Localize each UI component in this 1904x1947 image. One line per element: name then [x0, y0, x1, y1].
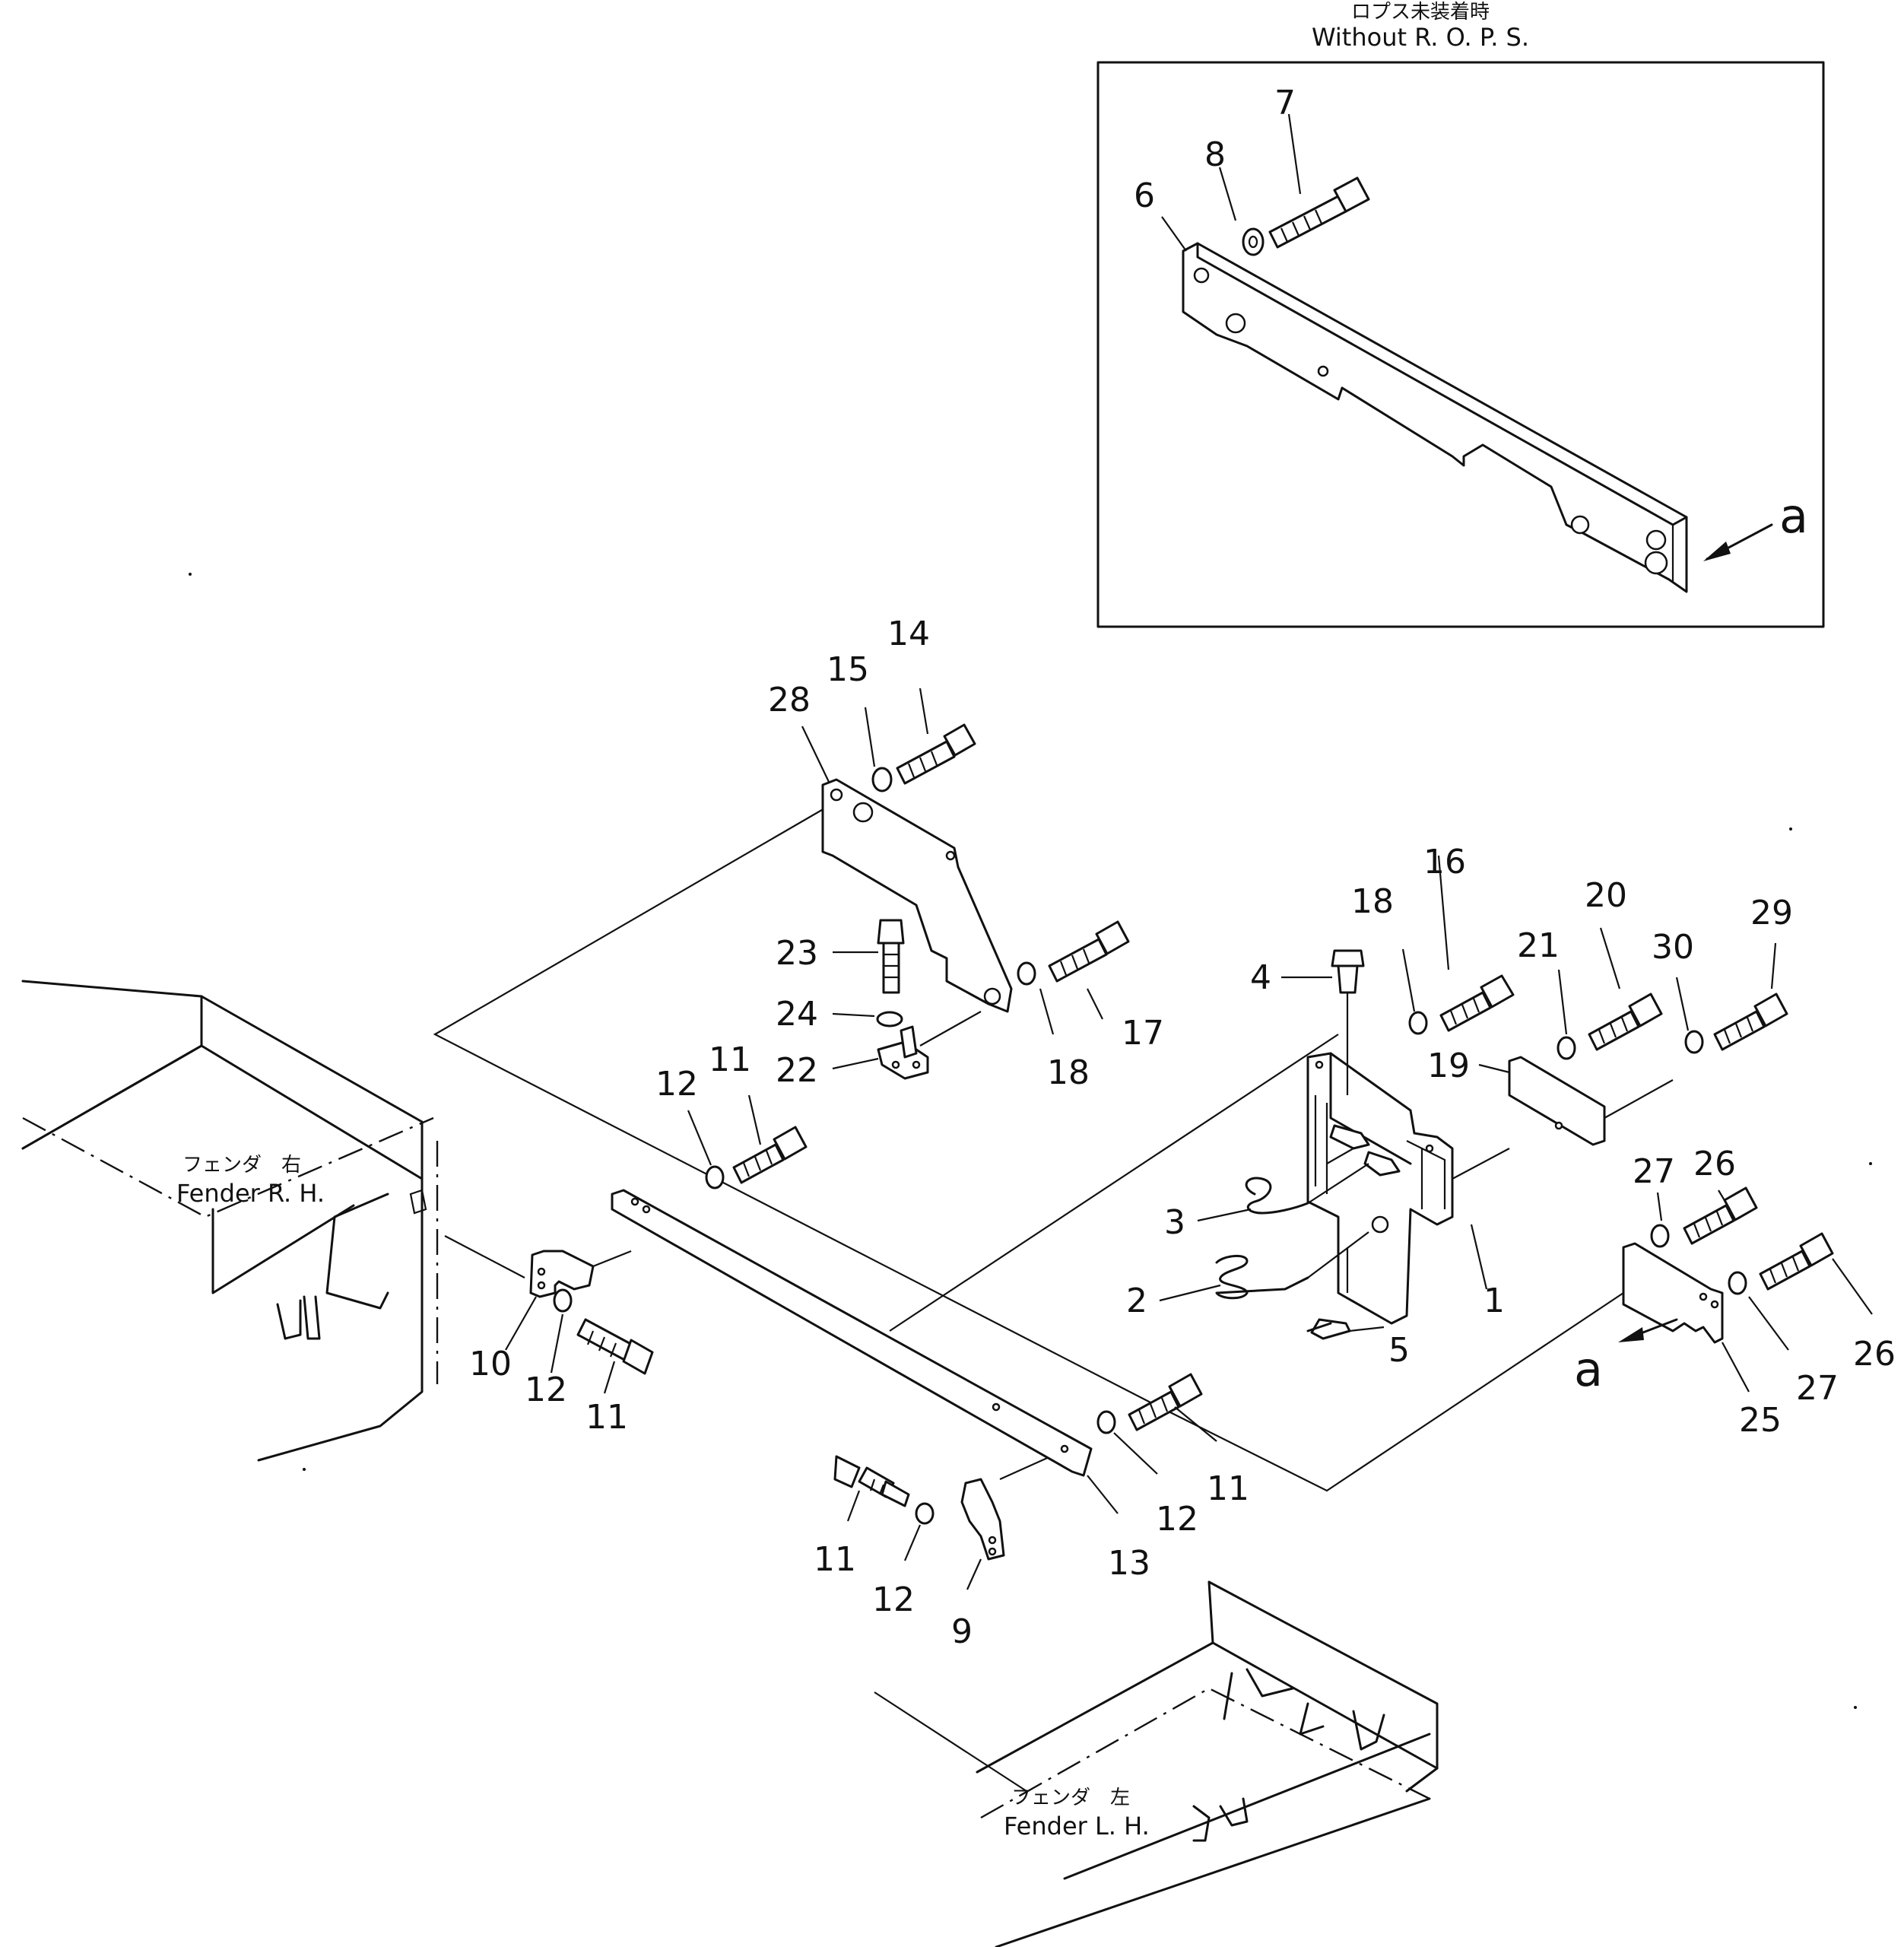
fender-lh: フェンダ 左 Fender L. H. — [977, 1582, 1437, 1947]
callout-9: 9 — [951, 1612, 973, 1651]
callout-11-upper: 11 — [709, 1040, 751, 1079]
spring-2-icon — [1217, 1256, 1308, 1297]
washer-12-left-icon — [554, 1290, 571, 1311]
view-marker-a-main: a — [1574, 1342, 1603, 1397]
callout-18-left: 18 — [1047, 1053, 1090, 1092]
callout-16: 16 — [1423, 843, 1466, 881]
view-marker-a-inset: a — [1779, 488, 1808, 544]
callout-3: 3 — [1164, 1203, 1185, 1242]
callout-26-upper: 26 — [1693, 1145, 1736, 1183]
callout-19: 19 — [1427, 1047, 1470, 1085]
callout-10: 10 — [469, 1345, 512, 1383]
fender-rh-label-en: Fender R. H. — [176, 1179, 325, 1208]
bolt-7-icon — [1270, 178, 1369, 247]
bracket-10 — [531, 1251, 593, 1297]
washer-21-icon — [1558, 1037, 1575, 1059]
fender-rh: フェンダ 右 Fender R. H. — [23, 981, 437, 1460]
inset-frame — [1098, 62, 1823, 627]
bolt-29-icon — [1715, 994, 1787, 1050]
washer-30-icon — [1686, 1031, 1702, 1053]
bracket-28 — [823, 780, 1011, 1012]
bolt-16-icon — [1441, 976, 1513, 1031]
bolt-26-lower-icon — [1760, 1234, 1833, 1289]
callout-28: 28 — [768, 681, 811, 719]
bracket-25 — [1623, 1243, 1722, 1342]
callout-23: 23 — [776, 934, 818, 973]
callout-7: 7 — [1274, 84, 1296, 122]
callout-14: 14 — [887, 615, 930, 653]
washer-15-icon — [873, 768, 891, 791]
callout-12-upper: 12 — [655, 1065, 698, 1104]
clip-22-icon — [878, 1027, 928, 1078]
callout-4: 4 — [1250, 958, 1271, 997]
inset-caption-jp: ロプス未装着時 — [1351, 1, 1490, 24]
bolt-26-upper-icon — [1684, 1188, 1756, 1243]
washer-12-right-icon — [1098, 1412, 1115, 1433]
pin-4-icon — [1332, 951, 1363, 993]
callout-11-right: 11 — [1207, 1469, 1249, 1508]
bolt-11-right-icon — [1129, 1374, 1201, 1430]
spring-3-icon — [1246, 1178, 1308, 1213]
fender-lh-label-en: Fender L. H. — [1004, 1812, 1150, 1841]
callout-12-right: 12 — [1156, 1500, 1198, 1539]
callout-11-left: 11 — [585, 1398, 628, 1437]
fender-rh-label-jp: フェンダ 右 — [182, 1154, 301, 1177]
callout-24: 24 — [776, 995, 818, 1034]
stay-13 — [612, 1190, 1091, 1475]
bolt-11-left-icon — [578, 1320, 652, 1374]
callout-29: 29 — [1750, 894, 1793, 932]
callout-11-lower: 11 — [814, 1540, 856, 1579]
bolt-11-upper-icon — [734, 1127, 806, 1183]
washer-12-lower-icon — [916, 1504, 933, 1523]
callout-26-lower: 26 — [1853, 1335, 1896, 1374]
leader-lines — [506, 688, 1872, 1590]
washer-24-icon — [877, 1012, 902, 1026]
plate-19 — [1509, 1057, 1604, 1145]
inset-panel: ロプス未装着時 Without R. O. P. S. a — [1098, 1, 1823, 627]
callout-6: 6 — [1134, 176, 1155, 215]
bolt-20-icon — [1589, 994, 1661, 1050]
bolt-11-lower-icon — [835, 1456, 909, 1506]
callouts: 14 15 28 23 24 22 17 18 16 18 4 20 21 30… — [469, 615, 1896, 1651]
washer-12-upper-icon — [706, 1167, 723, 1188]
assembly-line-middle — [890, 1034, 1338, 1331]
callout-2: 2 — [1126, 1282, 1147, 1320]
assembly-line-right — [1152, 1293, 1623, 1491]
callout-15: 15 — [827, 650, 869, 689]
callout-27-lower: 27 — [1796, 1369, 1839, 1408]
callout-17: 17 — [1122, 1014, 1164, 1053]
assembly-line-upper — [435, 808, 1152, 1403]
washer-8-icon — [1243, 229, 1263, 255]
callout-25: 25 — [1739, 1401, 1782, 1440]
callout-5: 5 — [1388, 1331, 1410, 1370]
bolt-23-icon — [878, 920, 903, 993]
callout-13: 13 — [1108, 1544, 1150, 1583]
callout-8: 8 — [1204, 135, 1226, 174]
callout-27-upper: 27 — [1633, 1152, 1675, 1191]
callout-30: 30 — [1652, 928, 1694, 967]
washer-18-left-icon — [1018, 963, 1035, 984]
bolt-17-icon — [1049, 922, 1128, 981]
washer-18-right-icon — [1410, 1012, 1426, 1034]
callout-21: 21 — [1517, 926, 1560, 965]
callout-20: 20 — [1585, 876, 1627, 915]
callout-12-left: 12 — [525, 1371, 567, 1409]
bolt-14-icon — [897, 725, 975, 783]
inset-caption-en: Without R. O. P. S. — [1312, 23, 1529, 52]
callout-18-right: 18 — [1351, 882, 1394, 921]
lock-bracket-1 — [1308, 1053, 1452, 1323]
callout-1: 1 — [1484, 1282, 1505, 1320]
callout-22: 22 — [776, 1051, 818, 1090]
assembly-line-lower — [874, 1692, 1027, 1791]
washer-27-lower-icon — [1729, 1272, 1746, 1294]
fender-lh-label-jp: フェンダ 左 — [1011, 1787, 1130, 1809]
washer-27-upper-icon — [1652, 1225, 1668, 1247]
rops-cover-beam — [1183, 243, 1687, 592]
callout-12-lower: 12 — [872, 1580, 915, 1619]
bracket-9 — [962, 1479, 1004, 1559]
